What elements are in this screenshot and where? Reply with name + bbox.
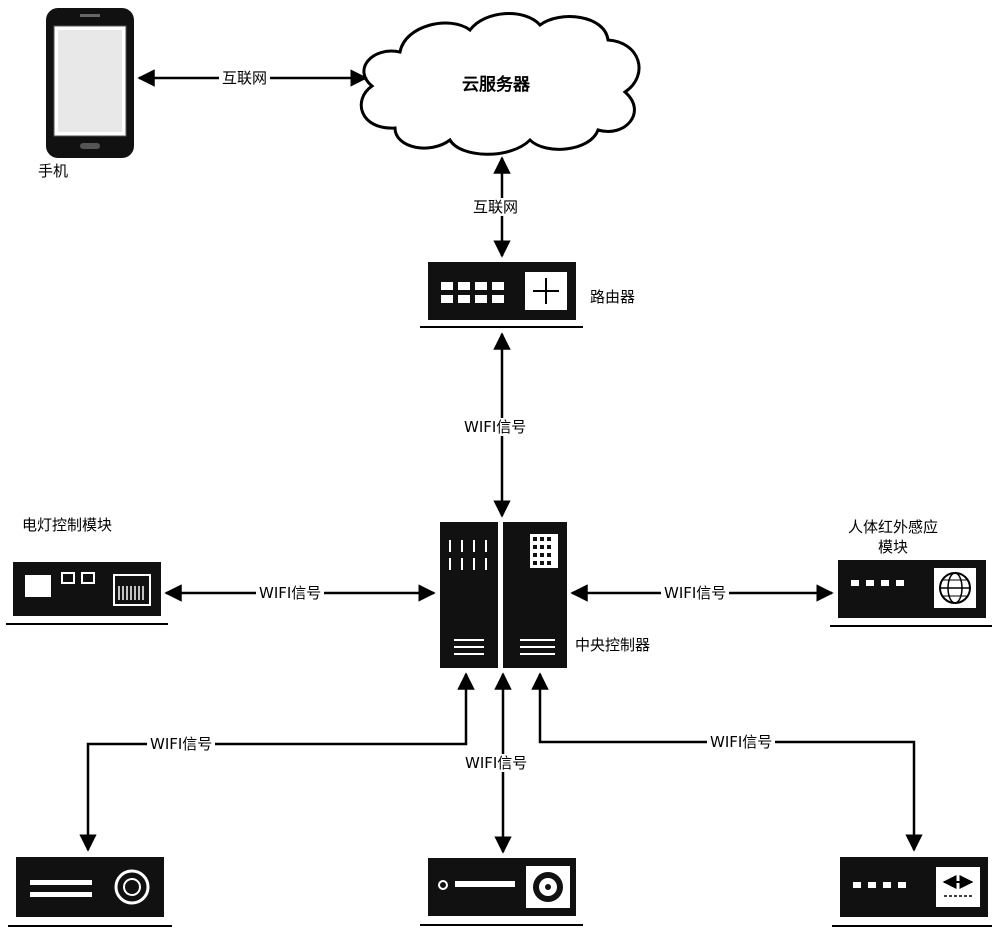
ir-sensor-module-icon <box>830 560 992 627</box>
phone-icon <box>46 8 134 158</box>
edge-label-projector-controller: WIFI信号 <box>147 735 216 753</box>
ir-module-label-line2: 模块 <box>878 538 909 556</box>
router-label: 路由器 <box>590 288 636 306</box>
ir-module-label-line1: 人体红外感应 <box>848 518 939 536</box>
cloud-label: 云服务器 <box>462 75 530 95</box>
light-module-label: 电灯控制模块 <box>22 516 113 534</box>
edge-label-router-controller: WIFI信号 <box>461 418 530 436</box>
light-control-module-icon <box>6 562 168 625</box>
edge-label-player-controller: WIFI信号 <box>462 754 531 772</box>
disc-player-device-icon <box>420 858 583 926</box>
edge-projector-controller <box>79 672 475 852</box>
phone-label: 手机 <box>38 162 69 180</box>
edge-switch-controller <box>531 672 923 852</box>
edge-label-light-controller: WIFI信号 <box>256 584 325 602</box>
central-controller-label: 中央控制器 <box>575 636 651 654</box>
central-controller-icon <box>440 522 567 668</box>
edge-label-switch-controller: WIFI信号 <box>707 733 776 751</box>
edge-label-cloud-router: 互联网 <box>470 198 522 216</box>
projector-device-icon <box>8 857 172 927</box>
cloud-icon <box>359 12 641 156</box>
switch-device-icon <box>832 857 992 927</box>
edge-label-ir-controller: WIFI信号 <box>661 584 730 602</box>
edge-label-phone-cloud: 互联网 <box>219 69 271 87</box>
router-icon <box>420 262 583 328</box>
